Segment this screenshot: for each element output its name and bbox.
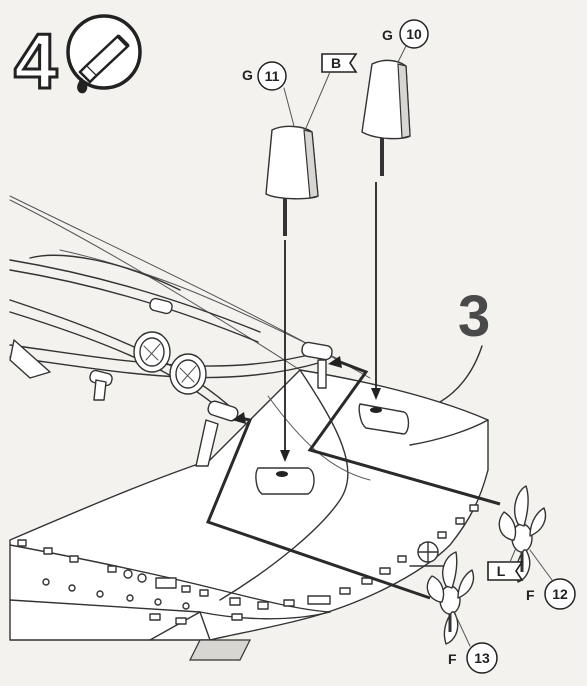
step-badge: 4 — [13, 14, 142, 107]
rudder-mount-11 — [255, 467, 315, 495]
part-number-11: 11 — [265, 68, 280, 84]
rudder-11 — [265, 125, 319, 236]
flag-l-label: L — [497, 563, 506, 579]
stern-vents — [133, 331, 207, 395]
part-number-10: 10 — [406, 26, 422, 42]
part-number-12: 12 — [552, 586, 568, 602]
rudder-10 — [361, 59, 411, 176]
flag-b-label: B — [331, 55, 341, 71]
flag-b: B — [305, 53, 358, 129]
part-group-g10: G — [382, 27, 393, 43]
step-number: 4 — [14, 17, 57, 105]
hull-stern — [9, 195, 489, 661]
part-number-13: 13 — [474, 650, 490, 666]
callout-g11: G 11 — [242, 61, 295, 127]
callout-g10: G 10 — [382, 19, 429, 63]
part-group-g11: G — [242, 67, 253, 83]
part-group-f12: F — [526, 587, 535, 603]
propeller-12 — [498, 485, 547, 583]
callout-f12: L F 12 — [487, 547, 576, 610]
propeller-13 — [426, 551, 475, 645]
glue-tube-icon — [66, 14, 142, 94]
callout-f13: F 13 — [448, 615, 498, 674]
part-group-f13: F — [448, 651, 457, 667]
installation-guides — [206, 182, 501, 600]
stern-fitting — [409, 541, 445, 567]
sub-step-number: 3 — [458, 284, 490, 349]
